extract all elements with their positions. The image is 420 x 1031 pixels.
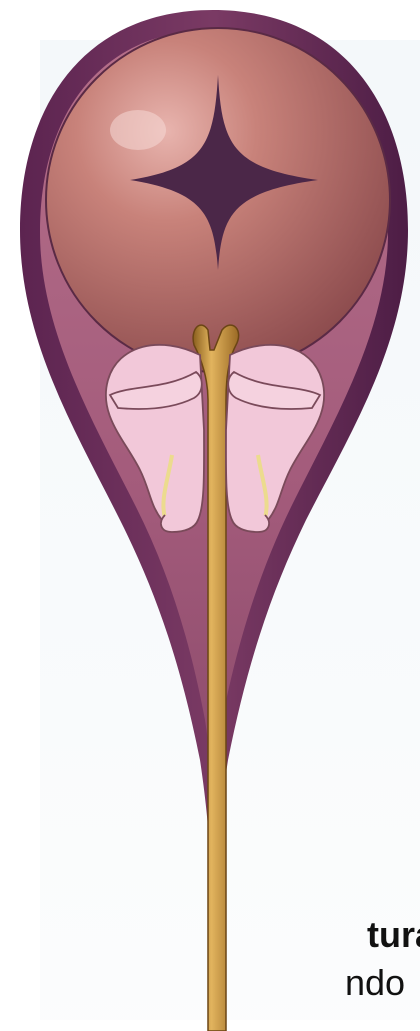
- sphere-highlight: [110, 110, 166, 150]
- caption-line-2: ndo: [345, 965, 405, 1001]
- caption-line-1: tura: [367, 917, 420, 953]
